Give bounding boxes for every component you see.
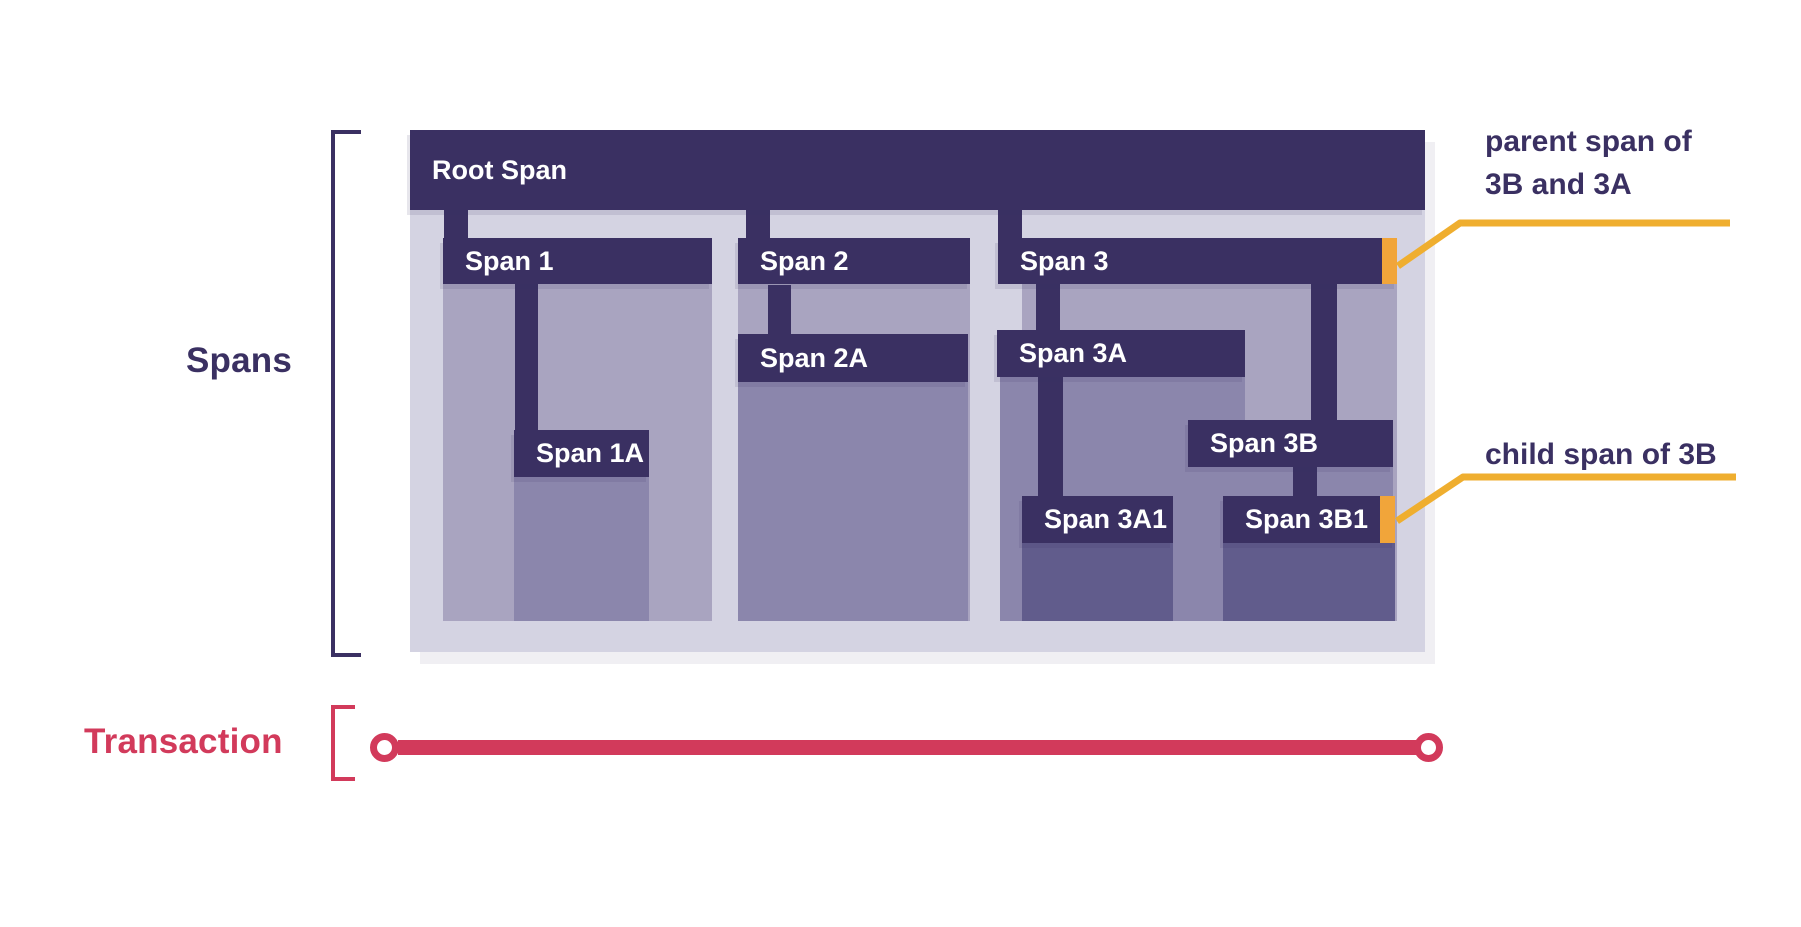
span-1a-parent-connector bbox=[515, 284, 538, 432]
spans-bracket-line bbox=[331, 130, 335, 657]
span-3a-parent-connector bbox=[1036, 283, 1060, 332]
transaction-label: Transaction bbox=[84, 722, 283, 761]
span-3a-label: Span 3A bbox=[1019, 338, 1128, 368]
span-3b1-bar: Span 3B1 bbox=[1223, 496, 1395, 543]
span-2a-parent-connector bbox=[768, 285, 791, 336]
parent-span-note-line-2: 3B and 3A bbox=[1485, 168, 1632, 201]
span-2-parent-connector bbox=[746, 210, 770, 240]
parent-span-note-text: parent span of 3B and 3A bbox=[1485, 120, 1692, 206]
span-2a-bar: Span 2A bbox=[738, 334, 968, 382]
span-3a1-parent-connector bbox=[1038, 377, 1063, 498]
span-1a-label: Span 1A bbox=[536, 438, 645, 468]
transaction-bracket-tick-bottom bbox=[331, 777, 355, 781]
span-3b-bar: Span 3B bbox=[1188, 420, 1393, 467]
span-3b1-parent-connector bbox=[1293, 467, 1317, 498]
span-3a1-label: Span 3A1 bbox=[1044, 504, 1168, 534]
transaction-duration-line bbox=[398, 740, 1418, 755]
child-span-note-pointer-line bbox=[1395, 473, 1736, 524]
span-2a-label: Span 2A bbox=[760, 343, 869, 373]
span-3b1-duration-body bbox=[1223, 543, 1395, 621]
span-3-label: Span 3 bbox=[1020, 246, 1109, 276]
span-1a-duration-body bbox=[514, 477, 649, 621]
span-2a-duration-body bbox=[738, 382, 968, 621]
transaction-end-circle bbox=[1414, 733, 1443, 762]
span-2-bar: Span 2 bbox=[738, 238, 970, 284]
root-bar: Root Span bbox=[410, 130, 1425, 210]
span-1-label: Span 1 bbox=[465, 246, 554, 276]
transaction-bracket-tick-top bbox=[331, 705, 355, 709]
span-3-highlight-marker bbox=[1382, 238, 1397, 284]
spans-label: Spans bbox=[186, 341, 293, 380]
spans-bracket bbox=[331, 130, 365, 657]
span-3b1-label: Span 3B1 bbox=[1245, 504, 1369, 534]
spans-bracket-tick-bottom bbox=[331, 653, 361, 657]
span-3b-parent-connector bbox=[1311, 283, 1337, 422]
span-3a1-bar: Span 3A1 bbox=[1022, 496, 1173, 543]
span-2-label: Span 2 bbox=[760, 246, 849, 276]
span-1-bar: Span 1 bbox=[443, 238, 712, 284]
transaction-bracket bbox=[331, 705, 357, 781]
parent-span-note-pointer-line bbox=[1396, 219, 1730, 269]
span-1-parent-connector bbox=[444, 210, 468, 240]
child-span-note-line-1: child span of 3B bbox=[1485, 438, 1717, 471]
span-1a-bar: Span 1A bbox=[514, 430, 649, 477]
transaction-start-circle bbox=[370, 733, 399, 762]
spans-bracket-tick-top bbox=[331, 130, 361, 134]
span-3b1-highlight-marker bbox=[1380, 496, 1395, 543]
span-3b-label: Span 3B bbox=[1210, 428, 1319, 458]
span-3a1-duration-body bbox=[1022, 543, 1173, 621]
span-3-parent-connector bbox=[998, 210, 1022, 240]
span-3-bar: Span 3 bbox=[998, 238, 1397, 284]
span-3a-bar: Span 3A bbox=[997, 330, 1245, 377]
root-label: Root Span bbox=[432, 155, 567, 185]
parent-span-note-line-1: parent span of bbox=[1485, 125, 1692, 158]
transaction-bracket-line bbox=[331, 705, 335, 781]
child-span-note-text: child span of 3B bbox=[1485, 433, 1717, 476]
